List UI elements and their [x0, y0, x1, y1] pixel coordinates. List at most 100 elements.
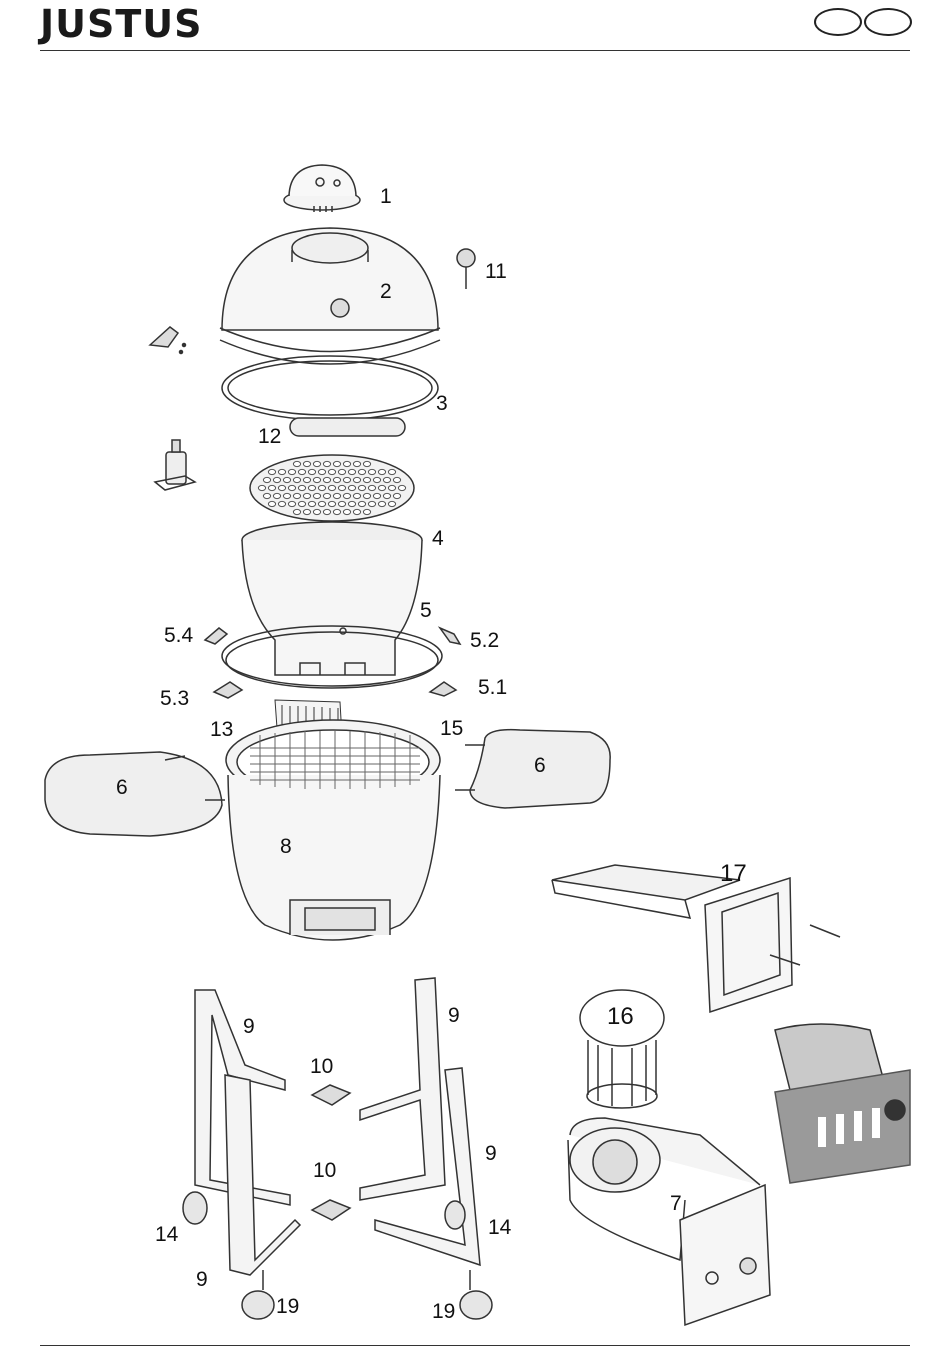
- grate-hole: [333, 493, 340, 498]
- grate-hole: [378, 485, 385, 490]
- grate-hole: [343, 461, 350, 466]
- grate-hole: [343, 477, 350, 482]
- part-gasket-ring: [222, 356, 438, 420]
- grate-hole: [318, 469, 325, 474]
- grate-hole: [313, 477, 320, 482]
- grate-hole: [378, 501, 385, 506]
- grate-hole: [348, 501, 355, 506]
- part-ash-drawer: [568, 1118, 770, 1325]
- grate-hole: [268, 469, 275, 474]
- grate-hole: [373, 477, 380, 482]
- grate-hole: [323, 477, 330, 482]
- grate-hole: [348, 485, 355, 490]
- label-part-6-left: 6: [116, 776, 128, 799]
- grate-hole: [388, 485, 395, 490]
- label-part-7: 7: [670, 1192, 682, 1215]
- label-part-5: 5: [420, 599, 432, 622]
- grate-hole: [358, 469, 365, 474]
- grate-hole: [283, 477, 290, 482]
- label-part-1: 1: [380, 185, 392, 208]
- grate-hole: [363, 493, 370, 498]
- grate-hole: [308, 501, 315, 506]
- grate-hole: [283, 493, 290, 498]
- label-part-5-4: 5.4: [164, 624, 194, 647]
- label-part-4: 4: [432, 527, 444, 550]
- part-hinge-clip: [150, 327, 186, 354]
- label-part-16: 16: [607, 1003, 634, 1030]
- grate-hole: [293, 493, 300, 498]
- grate-hole: [263, 477, 270, 482]
- label-part-8: 8: [280, 835, 292, 858]
- grate-hole: [368, 485, 375, 490]
- part-fire-box: [242, 522, 422, 675]
- grate-hole: [368, 469, 375, 474]
- label-part-14: 14: [155, 1223, 179, 1246]
- grate-hole: [338, 485, 345, 490]
- grate-hole: [303, 509, 310, 514]
- grate-hole: [298, 485, 305, 490]
- part-bottle: [155, 440, 195, 490]
- part-brackets: [312, 1085, 350, 1220]
- grate-hole: [353, 493, 360, 498]
- grate-hole: [323, 493, 330, 498]
- label-part-5-2: 5.2: [470, 629, 499, 652]
- grate-hole: [293, 477, 300, 482]
- grate-hole: [358, 485, 365, 490]
- grate-hole: [348, 469, 355, 474]
- grate-hole: [333, 477, 340, 482]
- grate-hole: [298, 469, 305, 474]
- grate-hole: [388, 469, 395, 474]
- grate-hole: [303, 461, 310, 466]
- grate-hole: [298, 501, 305, 506]
- grate-hole: [373, 493, 380, 498]
- grate-hole: [273, 493, 280, 498]
- grate-hole: [303, 493, 310, 498]
- grate-hole: [263, 493, 270, 498]
- grate-hole: [338, 501, 345, 506]
- grate-hole: [288, 501, 295, 506]
- label-part-11: 11: [485, 260, 507, 283]
- grate-hole: [363, 509, 370, 514]
- label-part-9: 9: [243, 1015, 255, 1038]
- grate-hole: [383, 477, 390, 482]
- footer-divider: [40, 1345, 910, 1346]
- grate-hole: [288, 469, 295, 474]
- label-part-3: 3: [436, 392, 448, 415]
- label-part-5-1: 5.1: [478, 676, 507, 699]
- label-part-13: 13: [210, 718, 233, 741]
- grate-hole: [293, 509, 300, 514]
- grate-hole: [398, 485, 405, 490]
- grate-hole: [303, 477, 310, 482]
- label-part-10: 10: [310, 1055, 333, 1078]
- grate-hole: [273, 477, 280, 482]
- label-part-14: 14: [488, 1216, 512, 1239]
- label-part-2: 2: [380, 280, 392, 303]
- part-side-shelf-right: [455, 730, 610, 808]
- part-stand-legs: [195, 978, 480, 1275]
- label-part-17: 17: [720, 860, 747, 887]
- grate-hole: [313, 509, 320, 514]
- grate-hole: [353, 461, 360, 466]
- grate-hole: [288, 485, 295, 490]
- part-thermometer: [457, 249, 475, 289]
- part-top-vent: [284, 165, 360, 212]
- grate-hole: [313, 493, 320, 498]
- grate-hole: [333, 461, 340, 466]
- part-base: [226, 720, 440, 940]
- part-grill-grate: [250, 455, 414, 521]
- grate-hole: [268, 501, 275, 506]
- label-part-5-3: 5.3: [160, 687, 189, 710]
- grate-hole: [323, 509, 330, 514]
- grate-hole: [328, 469, 335, 474]
- grate-hole: [388, 501, 395, 506]
- grate-hole: [343, 509, 350, 514]
- grate-hole: [318, 485, 325, 490]
- grate-hole: [278, 469, 285, 474]
- grate-hole: [353, 509, 360, 514]
- grate-hole: [293, 461, 300, 466]
- part-dome-lid: [220, 228, 440, 364]
- part-handle: [290, 418, 405, 436]
- grate-hole: [353, 477, 360, 482]
- label-part-10: 10: [313, 1159, 336, 1182]
